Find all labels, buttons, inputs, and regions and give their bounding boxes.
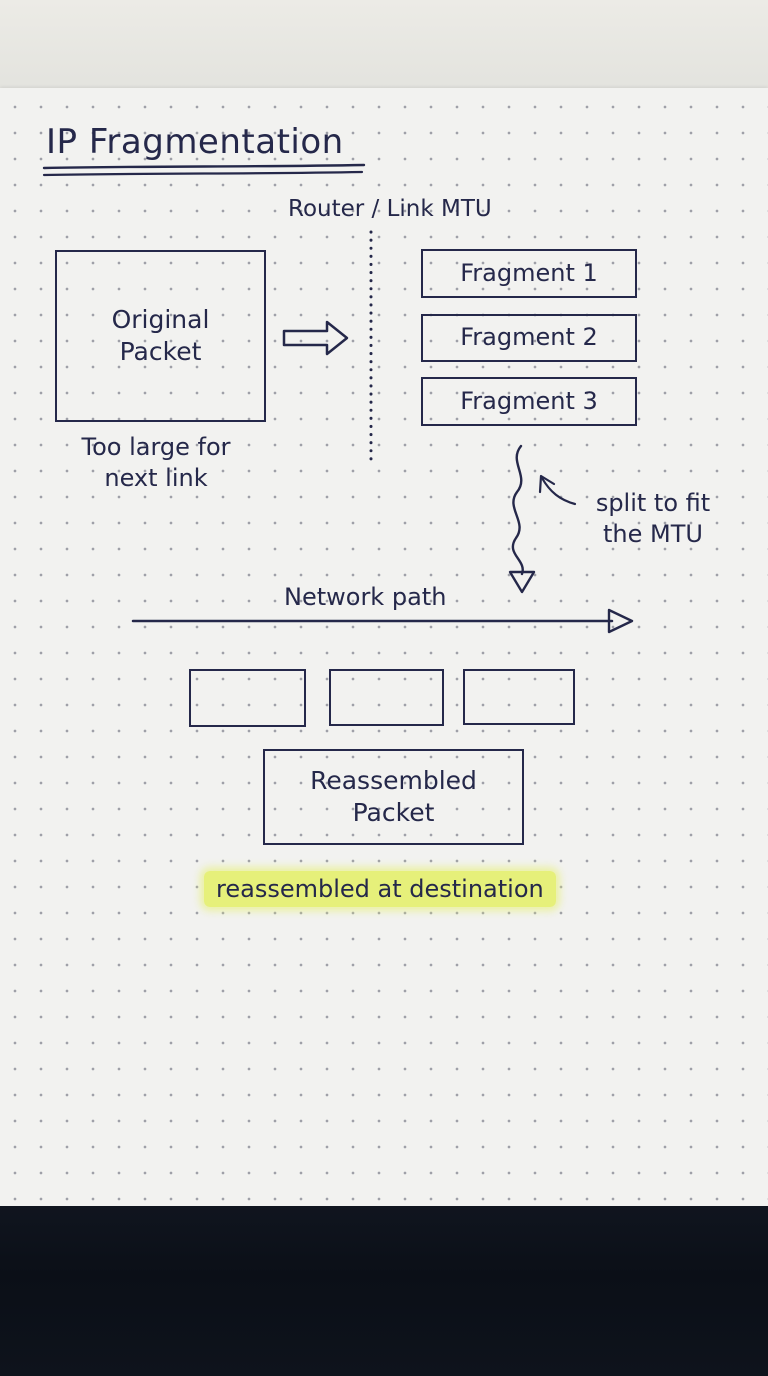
wavy-down-arrow bbox=[511, 444, 524, 576]
diagram-title: IP Fragmentation bbox=[46, 122, 344, 162]
fragment-label-2: Fragment 2 bbox=[460, 323, 598, 352]
transit-fragment-box-1 bbox=[189, 669, 306, 727]
hollow-arrow-icon bbox=[282, 320, 349, 356]
background-wall bbox=[0, 0, 768, 92]
router-link-mtu-label: Router / Link MTU bbox=[288, 196, 492, 222]
original-packet-line1: Original bbox=[111, 304, 210, 334]
transit-fragment-box-2 bbox=[329, 669, 444, 726]
original-packet-line2: Packet bbox=[119, 337, 202, 366]
fragment-box-1: Fragment 1 bbox=[421, 249, 637, 298]
fragment-label-1: Fragment 1 bbox=[460, 258, 598, 287]
reassembled-packet-box: Reassembled Packet bbox=[263, 749, 524, 845]
fragment-box-2: Fragment 2 bbox=[421, 314, 637, 362]
split-note-line2: the MTU bbox=[603, 520, 703, 549]
wavy-arrow-head-icon bbox=[508, 570, 536, 594]
too-large-note-line1: Too large for bbox=[81, 433, 231, 461]
too-large-note-line2: next link bbox=[104, 464, 208, 493]
split-note-pointer-head-icon bbox=[538, 474, 556, 494]
reassembled-packet-line1: Reassembled bbox=[310, 765, 477, 795]
destination-note: reassembled at destination bbox=[204, 871, 556, 907]
fragment-box-3: Fragment 3 bbox=[421, 377, 637, 426]
reassembled-packet-line2: Packet bbox=[352, 798, 435, 827]
title-underline-top bbox=[42, 163, 366, 170]
desk-surface bbox=[0, 1206, 768, 1376]
original-packet-box: Original Packet bbox=[55, 250, 266, 422]
title-underline-bottom bbox=[42, 170, 364, 177]
dot-grid-paper bbox=[0, 88, 768, 1206]
too-large-note: Too large for next link bbox=[66, 432, 246, 494]
split-note-pointer bbox=[540, 476, 577, 506]
network-path-label: Network path bbox=[284, 583, 447, 611]
fragment-label-3: Fragment 3 bbox=[460, 386, 598, 415]
network-path-arrow-head-icon bbox=[607, 608, 634, 634]
split-note: split to fit the MTU bbox=[578, 488, 728, 550]
split-note-line1: split to fit bbox=[595, 489, 711, 517]
destination-note-highlight: reassembled at destination bbox=[204, 871, 556, 907]
transit-fragment-box-3 bbox=[463, 669, 575, 725]
